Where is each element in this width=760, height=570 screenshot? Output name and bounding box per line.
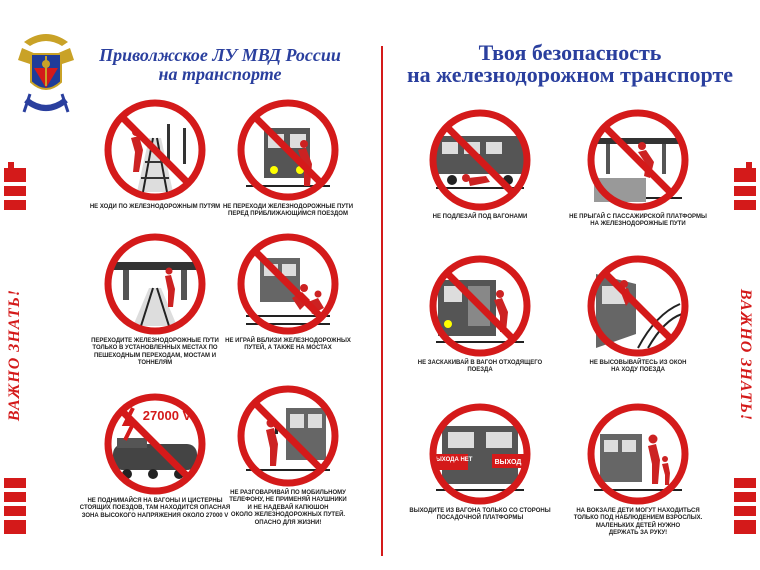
mvd-emblem-icon — [18, 34, 74, 113]
rule-card: НЕ ВЫСОВЫВАЙТЕСЬ ИЗ ОКОН НА ХОДУ ПОЕЗДА — [558, 254, 718, 375]
caption-line: ОКОЛО ЖЕЛЕЗНОДОРОЖНЫХ ПУТЕЙ. — [230, 512, 346, 519]
rule-card: НЕ ПРЫГАЙ С ПАССАЖИРСКОЙ ПЛАТФОРМЫ НА ЖЕ… — [558, 108, 718, 229]
rule-caption: ПЕРЕХОДИТЕ ЖЕЛЕЗНОДОРОЖНЫЕ ПУТИ ТОЛЬКО В… — [75, 338, 235, 368]
caption-line: ТЕЛЕФОНУ, НЕ ПРИМЕНЯЙ НАУШНИКИ — [229, 497, 347, 504]
caption-line: ПЕШЕХОДНЫМ ПЕРЕХОДАМ, МОСТАМ И — [93, 352, 217, 359]
side-banner-right: ВАЖНО ЗНАТЬ! — [730, 160, 760, 540]
rule-caption: НЕ ПЕРЕХОДИ ЖЕЛЕЗНОДОРОЖНЫЕ ПУТИ ПЕРЕД П… — [208, 204, 368, 219]
no-walking-on-tracks-sign-icon — [104, 99, 206, 201]
caption-line: ПОСАДОЧНОЙ ПЛАТФОРМЫ — [436, 515, 524, 522]
rule-caption: НЕ ВЫСОВЫВАЙТЕСЬ ИЗ ОКОН НА ХОДУ ПОЕЗДА — [558, 360, 718, 375]
side-banner-text: ВАЖНО ЗНАТЬ! — [6, 288, 23, 422]
caption-line: ПЕРЕД ПРИБЛИЖАЮЩИМСЯ ПОЕЗДОМ — [228, 211, 348, 218]
rule-caption: НЕ РАЗГОВАРИВАЙ ПО МОБИЛЬНОМУ ТЕЛЕФОНУ, … — [208, 490, 368, 527]
side-banner-text: ВАЖНО ЗНАТЬ! — [737, 288, 754, 422]
header-title: Твоя безопасность на железнодорожном тра… — [400, 42, 740, 86]
header-left-line2: на транспорте — [158, 64, 282, 84]
no-crossing-before-train-sign-icon — [237, 99, 339, 201]
no-jumping-into-moving-train-sign-icon — [429, 255, 531, 357]
caption-line: НЕ ЗАСКАКИВАЙ В ВАГОН ОТХОДЯЩЕГО — [417, 360, 543, 366]
caption-line: ДЕРЖАТЬ ЗА РУКУ! — [608, 530, 668, 537]
caption-line: НЕ ВЫСОВЫВАЙТЕСЬ ИЗ ОКОН — [589, 360, 687, 366]
rule-caption: НЕ ЗАСКАКИВАЙ В ВАГОН ОТХОДЯЩЕГО ПОЕЗДА — [400, 360, 560, 375]
caption-line: СТОЯЩИХ ПОЕЗДОВ, ТАМ НАХОДИТСЯ ОПАСНАЯ — [79, 505, 231, 512]
caption-line: НЕ РАЗГОВАРИВАЙ ПО МОБИЛЬНОМУ — [230, 490, 346, 496]
train-silhouette-icon — [4, 162, 26, 534]
exit-platform-side-sign-icon: ВЫХОДА НЕТ ВЫХОД — [429, 403, 531, 505]
no-leaning-out-windows-sign-icon — [587, 255, 689, 357]
side-banner-left: ВАЖНО ЗНАТЬ! — [0, 160, 30, 540]
no-playing-near-tracks-sign-icon — [237, 233, 339, 335]
exit-label: ВЫХОД — [495, 459, 522, 466]
no-jumping-off-platform-sign-icon — [587, 109, 689, 211]
voltage-label: 27000 V — [143, 408, 192, 423]
header-right-line1: Твоя безопасность — [478, 40, 662, 65]
rule-caption: НЕ ИГРАЙ ВБЛИЗИ ЖЕЛЕЗНОДОРОЖНЫХ ПУТЕЙ, А… — [208, 338, 368, 353]
caption-line: МАЛЕНЬКИХ ДЕТЕЙ НУЖНО — [595, 522, 681, 529]
center-divider — [381, 46, 383, 556]
caption-line: ВЫХОДИТЕ ИЗ ВАГОНА ТОЛЬКО СО СТОРОНЫ — [409, 508, 551, 514]
caption-line: ТОННЕЛЯМ — [137, 360, 173, 367]
rule-card: НЕ ПОДЛЕЗАЙ ПОД ВАГОНАМИ — [400, 108, 560, 221]
rule-card: НЕ ИГРАЙ ВБЛИЗИ ЖЕЛЕЗНОДОРОЖНЫХ ПУТЕЙ, А… — [208, 232, 368, 353]
rule-caption: НЕ ПОДНИМАЙСЯ НА ВАГОНЫ И ЦИСТЕРНЫ СТОЯЩ… — [75, 498, 235, 520]
caption-line: НЕ ХОДИ ПО ЖЕЛЕЗНОДОРОЖНЫМ ПУТЯМ — [89, 204, 221, 210]
rule-card: 27000 V НЕ ПОДНИМАЙСЯ НА ВАГОНЫ И ЦИСТЕР… — [75, 392, 235, 520]
no-phone-near-tracks-sign-icon — [237, 385, 339, 487]
rule-caption: НЕ ПОДЛЕЗАЙ ПОД ВАГОНАМИ — [400, 214, 560, 221]
caption-line: ОПАСНО ДЛЯ ЖИЗНИ! — [254, 519, 322, 526]
caption-line: НЕ ПОДНИМАЙСЯ НА ВАГОНЫ И ЦИСТЕРНЫ — [87, 498, 223, 504]
train-silhouette-icon — [734, 162, 756, 534]
no-crawling-under-wagons-sign-icon — [429, 109, 531, 211]
caption-line: И НЕ НАДЕВАЙ КАПЮШОН — [247, 504, 329, 511]
rule-caption: ВЫХОДИТЕ ИЗ ВАГОНА ТОЛЬКО СО СТОРОНЫ ПОС… — [400, 508, 560, 523]
rule-card: ПЕРЕХОДИТЕ ЖЕЛЕЗНОДОРОЖНЫЕ ПУТИ ТОЛЬКО В… — [75, 232, 235, 368]
caption-line: ПУТЕЙ, А ТАКЖЕ НА МОСТАХ — [244, 345, 332, 352]
header-right-line2: на железнодорожном транспорте — [406, 62, 734, 87]
rule-card: НА ВОКЗАЛЕ ДЕТИ МОГУТ НАХОДИТЬСЯ ТОЛЬКО … — [558, 402, 718, 538]
rule-caption: НЕ ПРЫГАЙ С ПАССАЖИРСКОЙ ПЛАТФОРМЫ НА ЖЕ… — [558, 214, 718, 229]
caption-line: НА ЖЕЛЕЗНОДОРОЖНЫЕ ПУТИ — [590, 221, 686, 228]
rule-card: НЕ РАЗГОВАРИВАЙ ПО МОБИЛЬНОМУ ТЕЛЕФОНУ, … — [208, 384, 368, 527]
header-left-line1: Приволжское ЛУ МВД России — [99, 45, 341, 65]
rule-caption: НА ВОКЗАЛЕ ДЕТИ МОГУТ НАХОДИТЬСЯ ТОЛЬКО … — [558, 508, 718, 538]
rule-card: ВЫХОДА НЕТ ВЫХОД ВЫХОДИТЕ ИЗ ВАГОНА ТОЛЬ… — [400, 402, 560, 523]
caption-line: ПЕРЕХОДИТЕ ЖЕЛЕЗНОДОРОЖНЫЕ ПУТИ — [91, 338, 219, 344]
caption-line: ПОЕЗДА — [467, 367, 493, 374]
no-exit-label: ВЫХОДА НЕТ — [432, 457, 473, 463]
rule-card: НЕ ХОДИ ПО ЖЕЛЕЗНОДОРОЖНЫМ ПУТЯМ — [75, 98, 235, 211]
high-voltage-sign-icon: 27000 V — [104, 393, 206, 495]
caption-line: НЕ ПРЫГАЙ С ПАССАЖИРСКОЙ ПЛАТФОРМЫ — [569, 214, 707, 220]
rule-caption: НЕ ХОДИ ПО ЖЕЛЕЗНОДОРОЖНЫМ ПУТЯМ — [75, 204, 235, 211]
caption-line: ЗОНА ВЫСОКОГО НАПРЯЖЕНИЯ ОКОЛО 27000 V — [81, 512, 229, 519]
rule-card: НЕ ПЕРЕХОДИ ЖЕЛЕЗНОДОРОЖНЫЕ ПУТИ ПЕРЕД П… — [208, 98, 368, 219]
caption-line: НЕ ПЕРЕХОДИ ЖЕЛЕЗНОДОРОЖНЫЕ ПУТИ — [222, 204, 354, 210]
caption-line: ТОЛЬКО В УСТАНОВЛЕННЫХ МЕСТАХ ПО — [92, 345, 218, 352]
header-department: Приволжское ЛУ МВД России на транспорте — [80, 46, 360, 84]
rule-card: НЕ ЗАСКАКИВАЙ В ВАГОН ОТХОДЯЩЕГО ПОЕЗДА — [400, 254, 560, 375]
children-supervision-sign-icon — [587, 403, 689, 505]
caption-line: НЕ ПОДЛЕЗАЙ ПОД ВАГОНАМИ — [432, 214, 528, 220]
caption-line: НА ВОКЗАЛЕ ДЕТИ МОГУТ НАХОДИТЬСЯ — [576, 508, 700, 514]
caption-line: ТОЛЬКО ПОД НАБЛЮДЕНИЕМ ВЗРОСЛЫХ. — [573, 515, 703, 522]
pedestrian-bridge-sign-icon — [104, 233, 206, 335]
caption-line: НА ХОДУ ПОЕЗДА — [611, 367, 665, 374]
caption-line: НЕ ИГРАЙ ВБЛИЗИ ЖЕЛЕЗНОДОРОЖНЫХ — [225, 338, 351, 344]
